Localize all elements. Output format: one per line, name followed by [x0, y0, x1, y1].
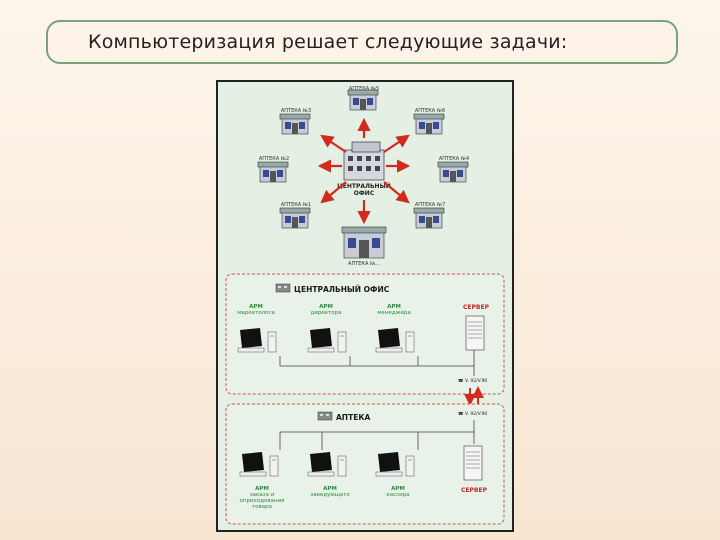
pharmacy-server-label: СЕРВЕР — [461, 487, 488, 494]
pharmacy-label-6: АПТЕКА №6 — [415, 108, 445, 114]
central-office-section — [225, 273, 505, 395]
central-office-label-1: ЦЕНТРАЛЬНЫЙ — [337, 182, 391, 190]
shop-icon-2 — [257, 161, 289, 183]
office-ws1-line2: маркетолога — [237, 310, 274, 316]
office-ws1-line1: АРМ — [249, 304, 263, 310]
network-arrows — [317, 117, 411, 225]
pharmacy-label-1: АПТЕКА №1 — [281, 202, 311, 208]
pharmacy-ws3-line2: кассира — [386, 492, 409, 498]
shop-icon-6 — [413, 113, 445, 135]
pharmacy-label-2: АПТЕКА №2 — [259, 156, 289, 162]
central-office-building-icon — [343, 141, 385, 181]
slide-title: Компьютеризация решает следующие задачи: — [88, 31, 568, 53]
pharmacy-ws2-line1: АРМ — [323, 486, 337, 492]
pharmacy-ws2-line2: заведующего — [310, 492, 350, 498]
office-modem-label: ☎ V. 92/V.90 — [458, 378, 487, 384]
shop-icon-n — [341, 226, 387, 259]
pharmacy-label-n: АПТЕКА №... — [348, 261, 380, 267]
pharmacy-ws1-line4: товара — [252, 504, 272, 510]
shop-icon-4 — [437, 161, 469, 183]
pharmacy-label-3: АПТЕКА №3 — [281, 108, 311, 114]
pharmacy-heading: АПТЕКА — [336, 413, 370, 422]
office-header-icon — [275, 283, 291, 293]
pharmacy-label-4: АПТЕКА №4 — [439, 156, 469, 162]
slide-title-box: Компьютеризация решает следующие задачи: — [46, 20, 678, 64]
office-lan-line — [279, 350, 475, 367]
office-server-icon — [465, 315, 485, 351]
pharmacy-ws1-line2: заказа и — [250, 492, 275, 498]
network-diagram: ЦЕНТРАЛЬНЫЙ ОФИС АПТЕКА №3 АПТЕКА №5 АПТ… — [216, 80, 514, 532]
pharmacy-section — [225, 403, 505, 525]
office-ws3-line2: менеджера — [377, 310, 411, 316]
shop-icon-1 — [279, 207, 311, 229]
office-ws2-line2: директора — [310, 310, 341, 316]
pharmacy-label-7: АПТЕКА №7 — [415, 202, 445, 208]
pharmacy-lan-line — [279, 431, 475, 450]
network-diagram-svg: ЦЕНТРАЛЬНЫЙ ОФИС АПТЕКА №3 АПТЕКА №5 АПТ… — [225, 86, 505, 525]
office-ws2-line1: АРМ — [319, 304, 333, 310]
central-office-heading: ЦЕНТРАЛЬНЫЙ ОФИС — [294, 285, 390, 294]
office-ws3-line1: АРМ — [387, 304, 401, 310]
pharmacy-ws1-line1: АРМ — [255, 486, 269, 492]
pharmacy-header-icon — [317, 411, 333, 421]
shop-icon-3 — [279, 113, 311, 135]
pharmacy-ws3-line1: АРМ — [391, 486, 405, 492]
office-server-label: СЕРВЕР — [463, 304, 490, 311]
pharmacy-modem-label: ☎ V. 92/V.90 — [458, 411, 487, 417]
pharmacy-server-icon — [463, 445, 483, 481]
section-link-arrows — [464, 386, 484, 406]
shop-icon-7 — [413, 207, 445, 229]
pharmacy-ws1-line3: оприходования — [240, 498, 285, 504]
pharmacy-label-5: АПТЕКА №5 — [349, 86, 379, 92]
central-office-label-2: ОФИС — [354, 190, 375, 197]
shop-icon-5 — [347, 89, 379, 111]
